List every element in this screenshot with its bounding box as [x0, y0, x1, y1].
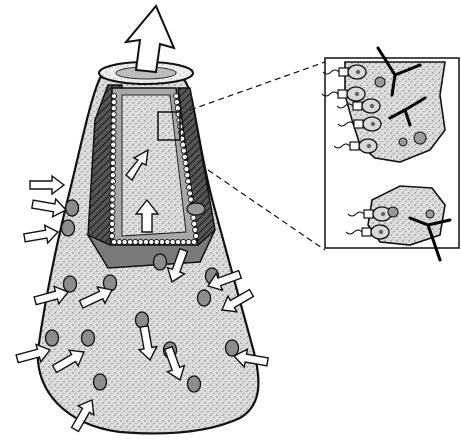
ostium-pore-icon — [226, 340, 239, 356]
lining-cell — [110, 203, 115, 208]
lining-cell — [180, 142, 185, 147]
lining-cell — [186, 179, 191, 184]
lining-cell — [149, 239, 154, 244]
lining-cell — [133, 239, 138, 244]
lining-cell — [111, 239, 116, 244]
ostium-pore-icon — [94, 374, 107, 390]
lining-cell — [181, 239, 186, 244]
lining-cell — [182, 154, 187, 159]
inset-panel — [322, 48, 459, 260]
lining-cell — [181, 148, 186, 153]
lining-cell — [159, 239, 164, 244]
lining-cell — [109, 233, 114, 238]
lining-cell — [111, 154, 116, 159]
lining-cell — [186, 185, 191, 190]
lining-cell — [192, 221, 197, 226]
lining-cell — [110, 173, 115, 178]
lining-cell — [154, 239, 159, 244]
lining-cell — [110, 179, 115, 184]
lining-cell — [143, 239, 148, 244]
lining-cell — [111, 142, 116, 147]
lining-cell — [122, 239, 127, 244]
lining-cell — [185, 173, 190, 178]
lining-cell — [170, 239, 175, 244]
lining-cell — [110, 185, 115, 190]
lining-cell — [111, 93, 116, 98]
lining-cell — [111, 99, 116, 104]
lining-cell — [127, 239, 132, 244]
lining-cell — [175, 106, 180, 111]
ostium-pore-icon — [66, 200, 79, 216]
canal-opening — [187, 203, 205, 215]
lining-cell — [186, 239, 191, 244]
small-arrow-icon — [23, 223, 60, 247]
lining-cell — [111, 136, 116, 141]
cutaway-section — [88, 85, 215, 268]
lining-cell — [187, 191, 192, 196]
ostium-pore-icon — [188, 376, 201, 392]
lining-cell — [111, 112, 116, 117]
lining-cell — [191, 215, 196, 220]
lining-cell — [109, 227, 114, 232]
lining-cell — [110, 215, 115, 220]
small-arrow-icon — [30, 176, 64, 194]
lining-cell — [111, 106, 116, 111]
ostium-pore-icon — [64, 276, 77, 292]
lining-cell — [173, 93, 178, 98]
ostium-pore-icon — [198, 290, 211, 306]
lining-cell — [111, 124, 116, 129]
lining-cell — [184, 166, 189, 171]
lining-cell — [193, 233, 198, 238]
ostium-pore-icon — [154, 254, 167, 270]
lining-cell — [110, 166, 115, 171]
lining-cell — [138, 239, 143, 244]
ostium-pore-icon — [62, 220, 75, 236]
lining-cell — [165, 239, 170, 244]
ostium-pore-icon — [82, 330, 95, 346]
lining-cell — [183, 160, 188, 165]
lining-cell — [117, 239, 122, 244]
lining-cell — [111, 148, 116, 153]
lining-cell — [191, 239, 196, 244]
ostium-pore-icon — [46, 330, 59, 346]
lining-cell — [111, 130, 116, 135]
lining-cell — [110, 197, 115, 202]
lining-cell — [110, 191, 115, 196]
lining-cell — [193, 227, 198, 232]
lining-cell — [175, 239, 180, 244]
lining-cell — [110, 221, 115, 226]
lining-cell — [174, 99, 179, 104]
lining-cell — [188, 197, 193, 202]
small-arrow-icon — [31, 195, 68, 219]
lining-cell — [110, 160, 115, 165]
lining-cell — [110, 209, 115, 214]
lining-cell — [111, 118, 116, 123]
